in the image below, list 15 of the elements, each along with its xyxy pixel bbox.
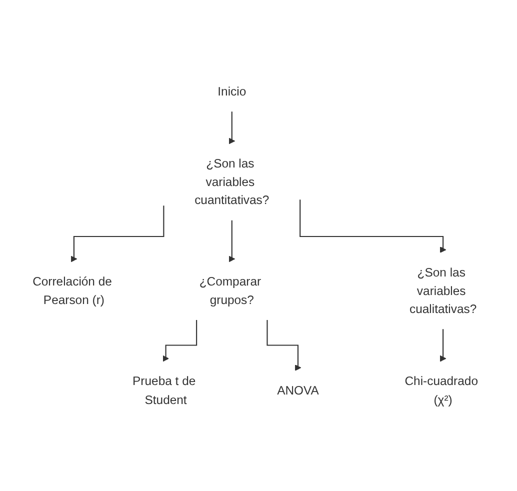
arrow [228, 111, 236, 144]
arrow [70, 205, 164, 262]
node-text: ¿Comparar grupos? [199, 274, 262, 307]
arrow [300, 200, 446, 253]
arrow [266, 320, 302, 371]
node-text: Inicio [218, 84, 246, 98]
arrow [228, 220, 236, 262]
arrow [162, 320, 198, 362]
node-text: ANOVA [277, 383, 319, 397]
node-text: ¿Son las variables cuantitativas? [194, 156, 270, 207]
node-text: Prueba t de Student [132, 374, 196, 406]
node-text: ¿Son las variables cualitativas? [409, 265, 477, 316]
node-text: Correlación de Pearson (r) [32, 274, 112, 307]
node-text: Chi-cuadrado (χ²) [404, 374, 478, 406]
arrow [440, 328, 446, 362]
